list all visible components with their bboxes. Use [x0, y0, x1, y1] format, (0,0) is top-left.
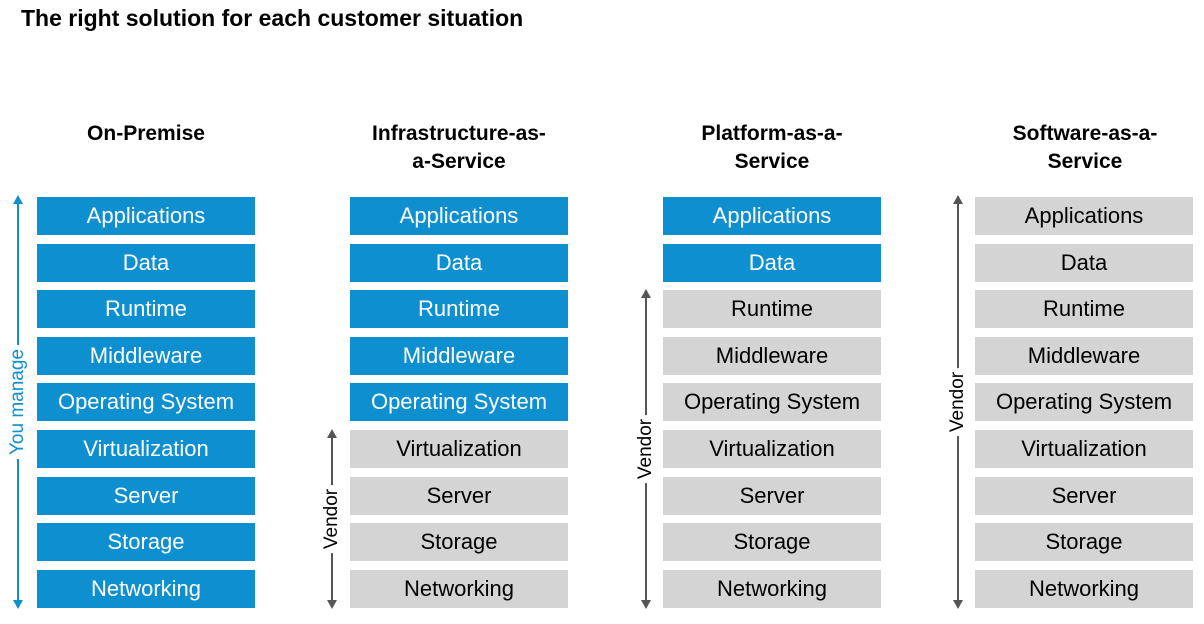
column-heading-saas: Software-as-a- Service [955, 120, 1204, 176]
layer-data: Data [37, 243, 255, 282]
layer-data: Data [350, 243, 568, 282]
vendor-label: Vendor [321, 484, 343, 554]
column-heading-line: Platform-as-a- [701, 122, 843, 145]
layer-storage: Storage [350, 523, 568, 562]
column-heading-paas: Platform-as-a- Service [642, 120, 902, 176]
layer-runtime: Runtime [663, 290, 881, 329]
vendor-label: Vendor [635, 414, 657, 484]
layer-operating-system: Operating System [350, 383, 568, 422]
layer-applications: Applications [350, 197, 568, 235]
column-heading-line: On-Premise [87, 122, 205, 145]
layer-storage: Storage [975, 523, 1193, 562]
layer-middleware: Middleware [975, 336, 1193, 375]
column-heading-line: Infrastructure-as- [372, 122, 546, 145]
vendor-label: Vendor [947, 367, 969, 437]
layer-virtualization: Virtualization [350, 429, 568, 468]
layer-runtime: Runtime [37, 290, 255, 329]
column-heading-line: Service [734, 150, 810, 173]
layer-data: Data [975, 243, 1193, 282]
layer-middleware: Middleware [663, 336, 881, 375]
layer-runtime: Runtime [975, 290, 1193, 329]
layer-networking: Networking [350, 569, 568, 608]
vendor-bracket-paas: Vendor [633, 289, 659, 609]
column-heading-iaas: Infrastructure-as- a-Service [329, 120, 589, 176]
layer-networking: Networking [37, 569, 255, 608]
layer-applications: Applications [975, 197, 1193, 235]
column-heading-on-premise: On-Premise [16, 120, 276, 148]
page-title: The right solution for each customer sit… [21, 5, 524, 31]
vendor-bracket-iaas: Vendor [319, 429, 345, 609]
layer-virtualization: Virtualization [37, 429, 255, 468]
you-manage-bracket: You manage [5, 195, 31, 609]
column-heading-line: a-Service [412, 150, 506, 173]
layer-storage: Storage [37, 523, 255, 562]
layer-server: Server [663, 476, 881, 515]
layer-virtualization: Virtualization [663, 429, 881, 468]
layer-applications: Applications [663, 197, 881, 235]
layer-middleware: Middleware [350, 336, 568, 375]
layer-data: Data [663, 243, 881, 282]
layer-server: Server [975, 476, 1193, 515]
layer-operating-system: Operating System [663, 383, 881, 422]
column-heading-line: Service [1047, 150, 1123, 173]
layer-virtualization: Virtualization [975, 429, 1193, 468]
layer-middleware: Middleware [37, 336, 255, 375]
column-heading-line: Software-as-a- [1012, 122, 1158, 145]
layer-storage: Storage [663, 523, 881, 562]
layer-networking: Networking [975, 569, 1193, 608]
layer-runtime: Runtime [350, 290, 568, 329]
layer-operating-system: Operating System [37, 383, 255, 422]
layer-operating-system: Operating System [975, 383, 1193, 422]
layer-server: Server [350, 476, 568, 515]
you-manage-label: You manage [7, 344, 29, 460]
layer-networking: Networking [663, 569, 881, 608]
layer-applications: Applications [37, 197, 255, 235]
vendor-bracket-saas: Vendor [945, 195, 971, 609]
layer-server: Server [37, 476, 255, 515]
